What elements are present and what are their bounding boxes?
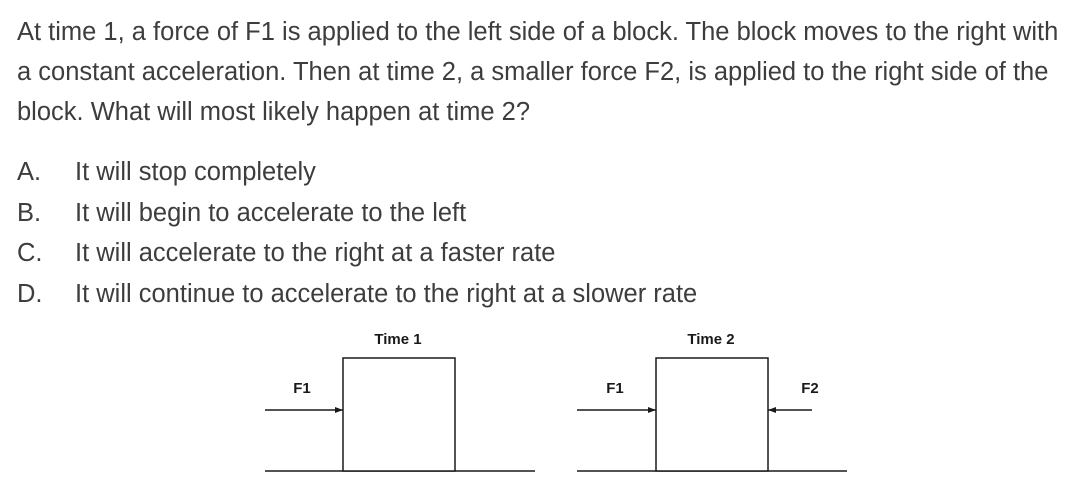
diagram-panel-time-1: Time 1 F1 — [265, 331, 535, 472]
block — [342, 357, 456, 472]
option-text: It will stop completely — [75, 158, 316, 186]
option-letter: D. — [17, 279, 43, 308]
force-label-f2: F2 — [801, 380, 819, 397]
diagram-panel-time-2: Time 2 F1 F2 — [577, 331, 847, 472]
panel-title: Time 1 — [374, 331, 421, 348]
option-c[interactable]: C. It will accelerate to the right at a … — [17, 233, 697, 274]
answer-options: A. It will stop completely B. It will be… — [17, 152, 697, 314]
option-text: It will continue to accelerate to the ri… — [75, 279, 698, 308]
option-letter: C. — [17, 239, 43, 267]
question-text: At time 1, a force of F1 is applied to t… — [17, 18, 1059, 126]
option-text: It will accelerate to the right at a fas… — [75, 239, 556, 267]
option-a[interactable]: A. It will stop completely — [17, 152, 697, 193]
option-b[interactable]: B. It will begin to accelerate to the le… — [17, 193, 697, 234]
option-d[interactable]: D. It will continue to accelerate to the… — [17, 274, 697, 315]
option-text: It will begin to accelerate to the left — [75, 198, 467, 227]
panel-title: Time 2 — [687, 331, 734, 348]
force-label-f1: F1 — [293, 380, 311, 397]
option-letter: B. — [17, 198, 42, 227]
option-letter: A. — [17, 158, 42, 186]
block — [655, 357, 769, 472]
force-label-f1: F1 — [606, 380, 624, 397]
